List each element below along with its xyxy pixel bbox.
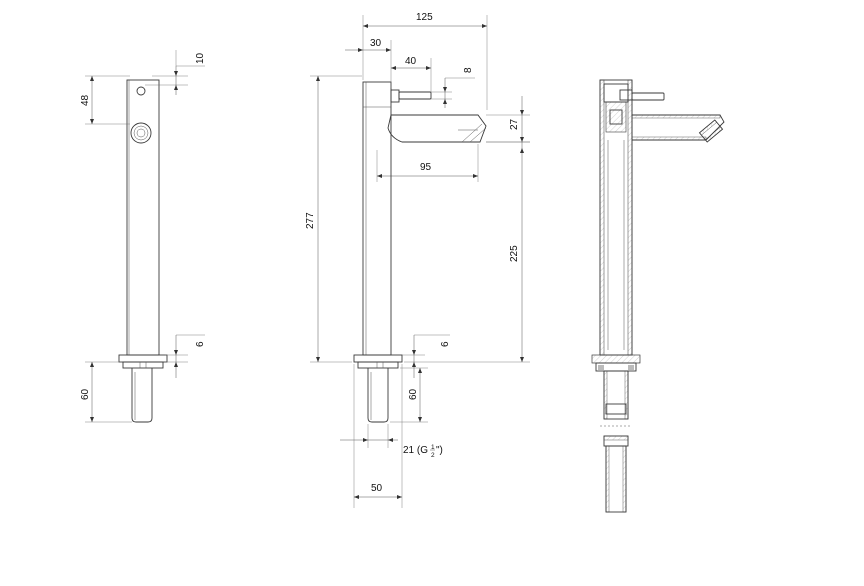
lever-pivot bbox=[136, 86, 146, 96]
dim-front-base-gap: 6 bbox=[440, 341, 451, 347]
side-view: 10 48 6 60 bbox=[80, 50, 206, 423]
thread-fraction-denominator: 2 bbox=[431, 452, 435, 459]
dim-side-top-gap: 10 bbox=[195, 52, 206, 64]
cartridge bbox=[605, 101, 627, 133]
aerator-outlet bbox=[130, 122, 152, 144]
thread-close: ") bbox=[436, 445, 443, 456]
dim-side-handle-height: 48 bbox=[80, 94, 91, 106]
dim-front-body-height: 225 bbox=[509, 245, 520, 262]
dim-side-tail: 60 bbox=[80, 388, 91, 400]
section-lever bbox=[631, 92, 665, 101]
section-tail-upper bbox=[603, 370, 629, 420]
lever-handle bbox=[398, 91, 432, 100]
dim-side-base-gap: 6 bbox=[195, 341, 206, 347]
side-body bbox=[126, 79, 160, 356]
section-view bbox=[591, 79, 725, 513]
dim-front-lever-thickness: 8 bbox=[463, 67, 474, 73]
dim-front-spout-height: 27 bbox=[509, 118, 520, 130]
dim-front-tail: 60 bbox=[408, 388, 419, 400]
dim-front-base-width: 50 bbox=[371, 483, 383, 494]
cartridge-top bbox=[603, 83, 629, 103]
front-body bbox=[362, 81, 392, 356]
thread-fraction-numerator: 1 bbox=[431, 444, 435, 451]
side-base-flange bbox=[118, 354, 168, 363]
spout bbox=[387, 114, 487, 143]
dim-front-width: 125 bbox=[416, 12, 433, 23]
front-tail-pipe bbox=[367, 368, 389, 423]
side-tail-pipe bbox=[131, 368, 153, 423]
thread-size: 21 (G bbox=[403, 445, 428, 456]
front-base-flange bbox=[353, 354, 403, 363]
dim-front-reach: 95 bbox=[420, 162, 432, 173]
dim-front-lever: 40 bbox=[405, 56, 417, 67]
section-base-flange bbox=[591, 354, 641, 364]
dim-front-total-height: 277 bbox=[305, 212, 316, 229]
dim-front-thread: 21 (G bbox=[403, 445, 428, 456]
section-aerator bbox=[698, 119, 724, 143]
lever-hub bbox=[390, 89, 400, 103]
front-view: 125 30 40 8 27 95 bbox=[305, 12, 530, 508]
dim-front-handle-offset: 30 bbox=[370, 38, 382, 49]
